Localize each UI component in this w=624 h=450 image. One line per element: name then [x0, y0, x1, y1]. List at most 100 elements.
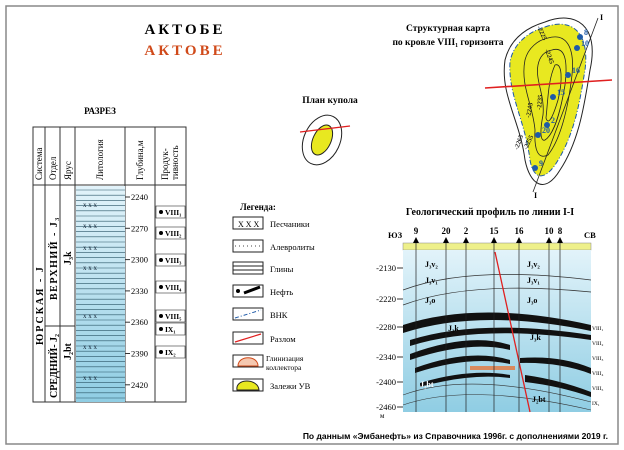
- sandstone-mark: x x x: [83, 264, 98, 272]
- unit-label: J₃v₁: [527, 276, 540, 285]
- title-ru: АКТОБЕ: [144, 22, 225, 38]
- profile-well-label: 9: [414, 226, 419, 236]
- unit-label: J₃v₂: [425, 260, 438, 269]
- legend-siltstone: Алевролиты: [232, 239, 315, 253]
- title-lat: АКТОВЕ: [144, 43, 225, 59]
- middle-series-label: СРЕДНИЙ- J₂: [48, 334, 60, 398]
- sandstone-mark: x x x: [83, 244, 98, 252]
- profile-well-label: 8: [558, 226, 563, 236]
- header-lithology: Литология: [95, 139, 105, 180]
- profile-sw: ЮЗ: [388, 230, 403, 240]
- profile-ne: СВ: [584, 230, 596, 240]
- well-arrow: [413, 237, 419, 243]
- well-marker: [535, 132, 541, 138]
- well-label: 10: [581, 39, 589, 48]
- horizon-label: IX₁: [165, 325, 176, 334]
- horizon-label: IX₂: [165, 348, 176, 357]
- unit-label: J₃k: [530, 333, 541, 342]
- svg-text:Нефть: Нефть: [270, 287, 293, 297]
- well-arrow: [491, 237, 497, 243]
- system-label: ЮРСКАЯ - J: [35, 265, 46, 345]
- well-label: 20: [542, 126, 550, 135]
- horizon-label: VIII₅: [165, 312, 182, 321]
- profile-horizon-label: VIII₂: [592, 341, 603, 347]
- horizon-box: [155, 226, 186, 240]
- profile-well-label: 15: [490, 226, 500, 236]
- source-footer: По данным «Эмбанефть» из Справочника 199…: [303, 431, 608, 441]
- horizon-box: [155, 253, 186, 267]
- header-stage: Ярус: [63, 161, 73, 180]
- profile-horizon-label: VIII₅: [592, 386, 603, 392]
- legend-oil: Нефть: [232, 284, 293, 298]
- section-title: РАЗРЕЗ: [84, 106, 116, 116]
- upper-series-label: ВЕРХНИЙ - J₃: [48, 216, 60, 300]
- dome-title: План купола: [302, 96, 358, 106]
- profile-horizon-label: VIII₃: [592, 356, 603, 362]
- profile-well-label: 16: [515, 226, 525, 236]
- oil-dot: [159, 258, 163, 262]
- horizon-box: [155, 345, 186, 359]
- horizon-label: VIII₁: [165, 208, 181, 217]
- unit-label: J₃o: [527, 296, 537, 305]
- well-label: 16: [572, 66, 580, 75]
- map-title-2: по кровле VIII₁ горизонта: [392, 38, 503, 48]
- well-arrow: [463, 237, 469, 243]
- profile-horizon-label: VIII₁: [592, 326, 603, 332]
- map-title-1: Структурная карта: [406, 24, 490, 34]
- profile-horizon-label: VIII₄: [592, 371, 603, 377]
- horizon-label: VIII₄: [165, 283, 182, 292]
- depth-label: 2390: [131, 349, 148, 359]
- well-label: 15: [557, 88, 565, 97]
- legend-deposits: Залежи УВ: [232, 378, 311, 392]
- well-arrow: [557, 237, 563, 243]
- well-arrow: [516, 237, 522, 243]
- depth-label: 2270: [131, 223, 148, 233]
- legend-clay: Глины: [232, 261, 294, 275]
- svg-text:Глины: Глины: [270, 264, 294, 274]
- svg-text:Глинизация: Глинизация: [266, 354, 304, 363]
- unit-label: J₃o: [425, 296, 435, 305]
- legend-fault: Разлом: [232, 331, 296, 345]
- profile-well-label: 20: [442, 226, 452, 236]
- horizon-box: [155, 280, 186, 294]
- svg-text:X X X: X X X: [238, 220, 260, 229]
- well-marker: [550, 94, 556, 100]
- profile-unit: м: [380, 412, 385, 420]
- profile-well-label: 2: [464, 226, 469, 236]
- profile-depth: -2220: [376, 294, 396, 304]
- stage-upper-label: J₃k: [63, 251, 74, 265]
- sandstone-mark: x x x: [83, 374, 98, 382]
- sandstone-mark: x x x: [83, 201, 98, 209]
- oil-dot: [159, 350, 163, 354]
- well-marker: [565, 72, 571, 78]
- unit-label: J₃v₁: [425, 276, 438, 285]
- sandstone-mark: x x x: [83, 343, 98, 351]
- oil-dot: [159, 210, 163, 214]
- depth-label: 2240: [131, 192, 148, 202]
- profile-horizon-label: IX₁: [592, 401, 600, 407]
- unit-label: J₂bt: [532, 395, 546, 404]
- well-label: 8: [584, 28, 588, 37]
- sandstone-mark: x x x: [83, 312, 98, 320]
- header-depth: Глубина,м: [135, 140, 145, 180]
- profile-depth: -2340: [376, 352, 396, 362]
- dome-plan: План купола: [299, 96, 358, 166]
- svg-text:Разлом: Разлом: [270, 334, 296, 344]
- well-label: 2: [551, 116, 555, 125]
- horizon-label: VIII₃: [165, 256, 182, 265]
- depth-label: 2420: [131, 380, 148, 390]
- depth-label: 2360: [131, 317, 148, 327]
- horizon-box: [155, 309, 186, 323]
- well-marker: [577, 34, 583, 40]
- contour-label: -2245: [525, 101, 535, 118]
- header-system: Система: [34, 148, 44, 180]
- depth-label: 2330: [131, 286, 148, 296]
- oil-dot: [159, 327, 163, 331]
- sandstone-mark: x x x: [83, 222, 98, 230]
- legend-owc: ВНК: [232, 307, 288, 321]
